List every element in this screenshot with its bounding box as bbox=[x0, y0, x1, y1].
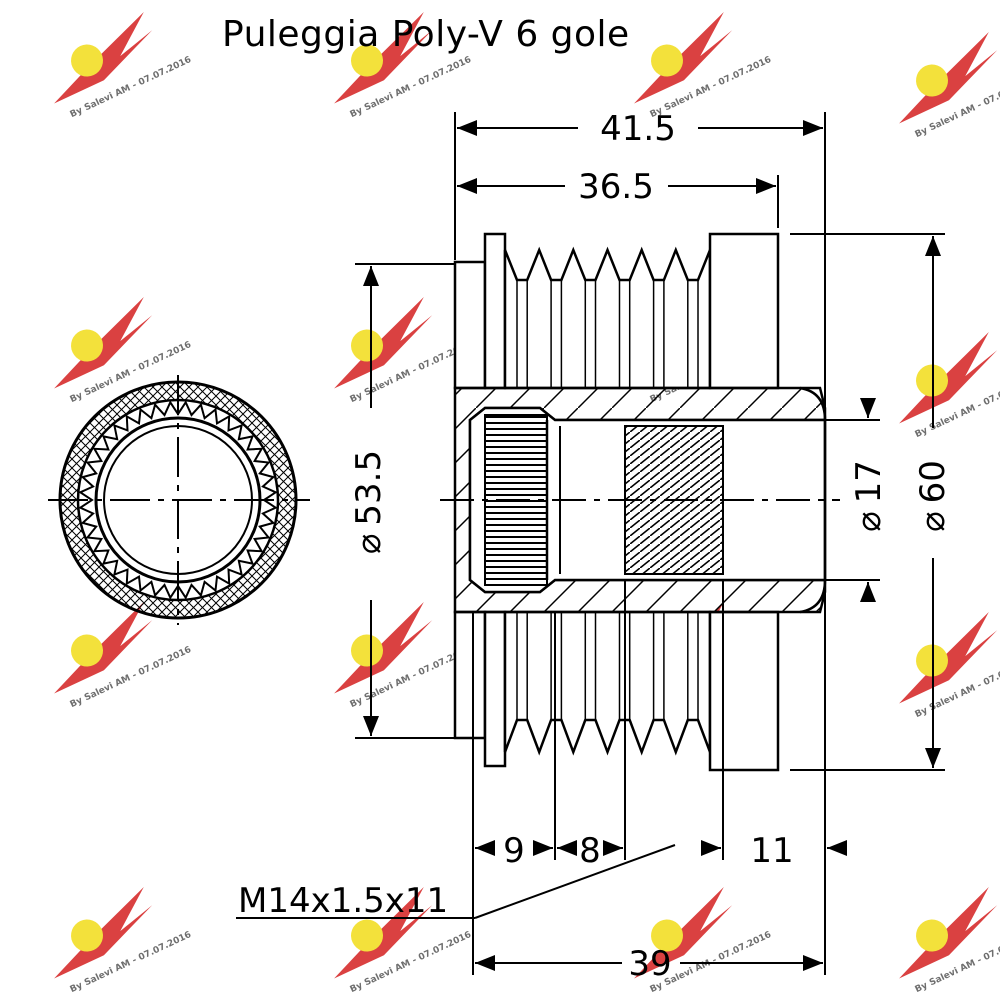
dim-36-5-label: 36.5 bbox=[578, 167, 654, 207]
watermark-wing bbox=[334, 886, 433, 979]
dim-39-label: 39 bbox=[628, 944, 671, 984]
left-shoulder-bottom bbox=[453, 610, 487, 740]
watermark-logo: By Salevi AM - 07.07.2016 bbox=[634, 11, 773, 120]
dim-60-label: ⌀ 60 bbox=[913, 460, 953, 532]
watermark-badge bbox=[351, 919, 384, 952]
dim-8-label: 8 bbox=[579, 831, 601, 871]
left-flange-top bbox=[483, 232, 507, 390]
dimension-lines bbox=[236, 112, 945, 975]
dim-9-label: 9 bbox=[503, 831, 525, 871]
dim-17-label: ⌀ 17 bbox=[849, 460, 889, 532]
watermark-wing bbox=[899, 31, 998, 124]
poly-v-grooves-top bbox=[503, 246, 712, 390]
end-view-spline-teeth bbox=[78, 400, 278, 600]
watermark-badge bbox=[916, 64, 949, 97]
watermark-logo: By Salevi AM - 07.07.2016 bbox=[334, 296, 473, 405]
watermark-badge bbox=[351, 44, 384, 77]
watermark-badge bbox=[651, 919, 684, 952]
dim-53-5-value: 53.5 bbox=[349, 450, 389, 526]
watermark-wing bbox=[334, 296, 433, 389]
watermark-logo: By Salevi AM - 07.07.2016 bbox=[899, 886, 1000, 995]
watermark-badge bbox=[71, 634, 104, 667]
diameter-symbol: ⌀ bbox=[913, 511, 953, 531]
section-view bbox=[440, 232, 840, 772]
watermark-wing bbox=[334, 601, 433, 694]
watermark-logo: By Salevi AM - 07.07.2016 bbox=[899, 331, 1000, 440]
end-view bbox=[48, 375, 310, 625]
watermark-badge bbox=[71, 329, 104, 362]
watermark-badge bbox=[71, 919, 104, 952]
watermark-logo: By Salevi AM - 07.07.2016 bbox=[54, 11, 193, 120]
watermark-badge bbox=[351, 634, 384, 667]
drawing-title: Puleggia Poly-V 6 gole bbox=[222, 14, 630, 55]
dim-60-value: 60 bbox=[913, 460, 953, 503]
watermark-wing bbox=[899, 611, 998, 704]
diameter-symbol: ⌀ bbox=[349, 534, 389, 554]
watermark-wing bbox=[634, 886, 733, 979]
dimension-labels: 41.5 36.5 ⌀ 53.5 ⌀ 17 ⌀ 60 9 8 11 39 M14x1.… bbox=[238, 109, 953, 984]
poly-v-grooves-bottom bbox=[503, 610, 712, 756]
watermark-wing bbox=[54, 886, 153, 979]
watermark-wing bbox=[54, 296, 153, 389]
watermark-badge bbox=[916, 919, 949, 952]
thread-leader-diagonal bbox=[474, 844, 676, 919]
dim-53-5-label: ⌀ 53.5 bbox=[349, 450, 389, 554]
groove-shading-lines bbox=[516, 280, 699, 720]
watermark-wing bbox=[899, 331, 998, 424]
watermark-wing bbox=[54, 11, 153, 104]
watermark-wing bbox=[899, 886, 998, 979]
right-band-top bbox=[708, 232, 780, 390]
watermark-wing bbox=[634, 11, 733, 104]
watermark-logo: By Salevi AM - 07.07.2016 bbox=[899, 611, 1000, 720]
watermark-wing bbox=[334, 11, 433, 104]
right-band-bottom bbox=[708, 610, 780, 772]
watermark-logo: By Salevi AM - 07.07.2016 bbox=[54, 886, 193, 995]
watermark-logo: By Salevi AM - 07.07.2016 bbox=[334, 601, 473, 710]
watermark-logo: By Salevi AM - 07.07.2016 bbox=[899, 31, 1000, 140]
dim-41-5-label: 41.5 bbox=[600, 109, 676, 149]
dim-17-value: 17 bbox=[849, 460, 889, 503]
watermark-badge bbox=[651, 44, 684, 77]
diameter-symbol: ⌀ bbox=[849, 511, 889, 531]
dim-11-label: 11 bbox=[750, 831, 793, 871]
watermark-badge bbox=[71, 44, 104, 77]
watermark-wing bbox=[54, 601, 153, 694]
left-shoulder-top bbox=[453, 260, 487, 390]
watermark-badge bbox=[351, 329, 384, 362]
left-flange-bottom bbox=[483, 610, 507, 768]
thread-spec-label: M14x1.5x11 bbox=[238, 881, 448, 921]
